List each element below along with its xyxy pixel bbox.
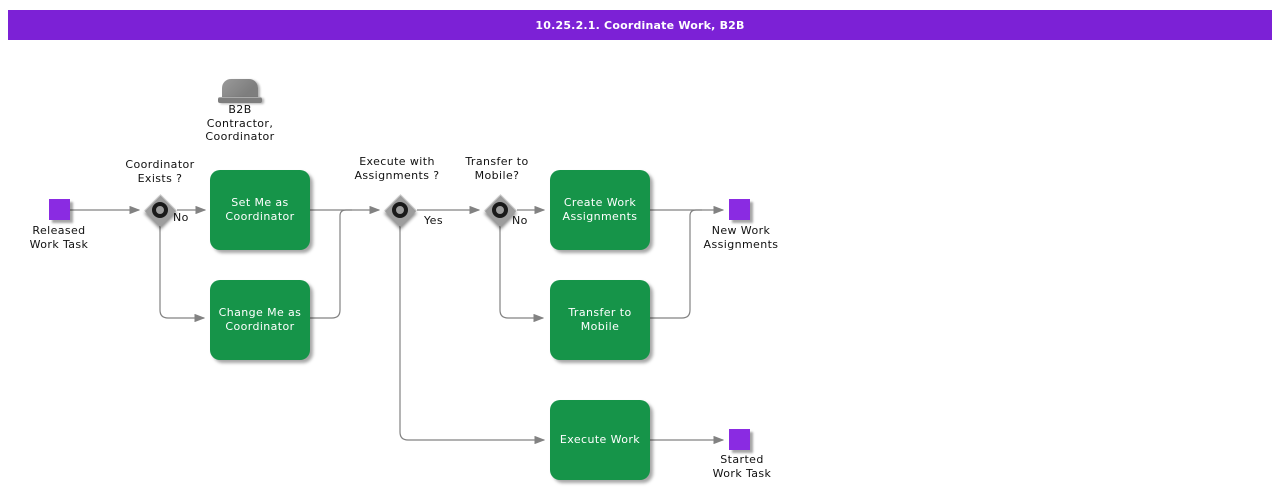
bowler-hat-brim	[218, 97, 262, 103]
task-set-me-as-coordinator[interactable]: Set Me as Coordinator	[210, 170, 310, 250]
gateway-execute-with-assignments-ring	[392, 202, 408, 218]
gateway-transfer-to-mobile-ring	[492, 202, 508, 218]
branch-label-no-2: No	[512, 214, 528, 227]
event-started-work-task	[729, 429, 750, 450]
gateway-coordinator-exists-ring	[152, 202, 168, 218]
edge-changeme-merge	[310, 209, 352, 319]
gateway-coordinator-exists-label: Coordinator Exists ?	[125, 158, 195, 185]
edge-gw3-transfer	[499, 226, 545, 323]
branch-label-no-1: No	[173, 211, 189, 224]
branch-label-yes: Yes	[424, 214, 443, 227]
event-started-work-task-label: Started Work Task	[712, 453, 772, 480]
gateway-execute-with-assignments-label: Execute with Assignments ?	[354, 155, 440, 182]
diagram-title-bar: 10.25.2.1. Coordinate Work, B2B	[8, 10, 1272, 40]
diagram-title: 10.25.2.1. Coordinate Work, B2B	[535, 18, 745, 32]
edge-gw2-execute	[399, 226, 546, 445]
edge-gw1-changeme	[159, 226, 206, 323]
event-released-work-task	[49, 199, 70, 220]
task-change-me-as-coordinator[interactable]: Change Me as Coordinator	[210, 280, 310, 360]
task-create-work-assignments[interactable]: Create Work Assignments	[550, 170, 650, 250]
event-new-work-assignments-label: New Work Assignments	[703, 224, 779, 251]
task-transfer-to-mobile[interactable]: Transfer to Mobile	[550, 280, 650, 360]
event-released-work-task-label: Released Work Task	[29, 224, 89, 251]
actor-label: B2B Contractor, Coordinator	[205, 103, 275, 143]
bowler-hat-icon	[222, 79, 258, 99]
task-execute-work[interactable]: Execute Work	[550, 400, 650, 480]
gateway-transfer-to-mobile-label: Transfer to Mobile?	[465, 155, 529, 182]
event-new-work-assignments	[729, 199, 750, 220]
